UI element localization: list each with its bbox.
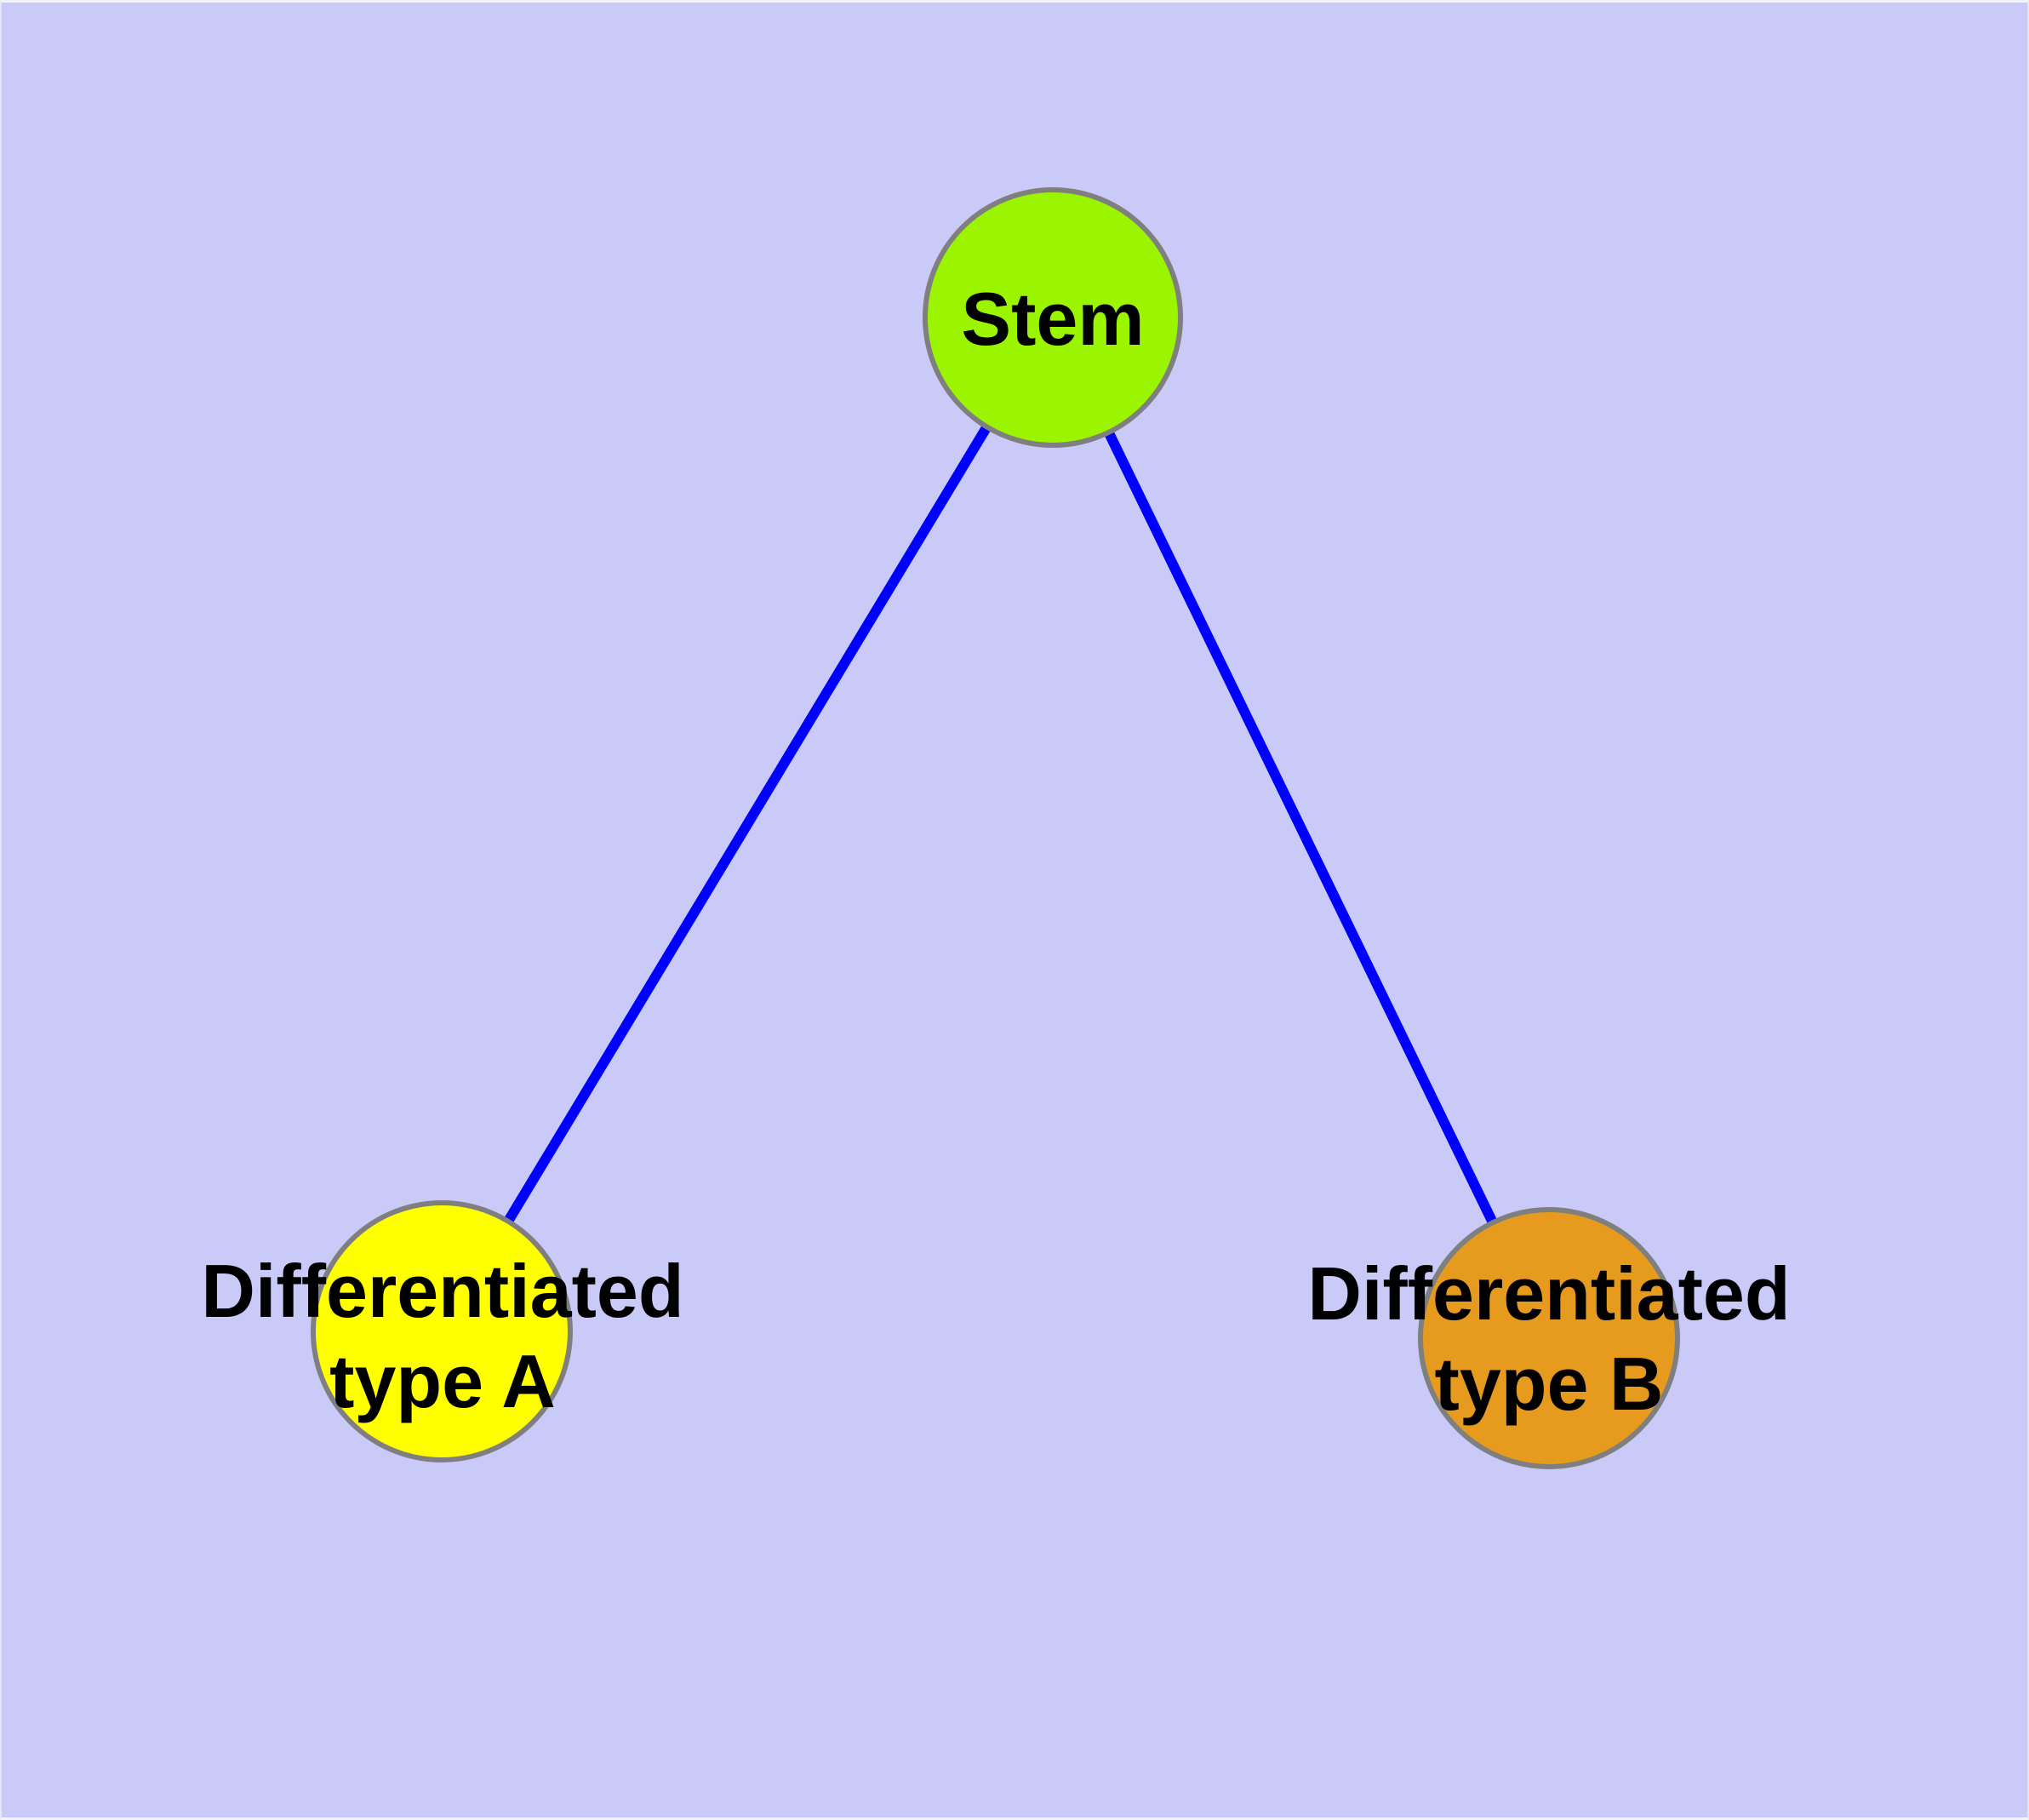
type-b-label-line2: type B	[1434, 1342, 1664, 1426]
type-b-node-label: Differentiated type B	[1307, 1249, 1790, 1429]
edge-stem-to-type-a[interactable]	[437, 314, 1058, 1335]
node-stem-circle[interactable]	[923, 187, 1183, 448]
stem-node-label: Stem	[961, 277, 1145, 361]
node-type-b-circle[interactable]	[1418, 1207, 1680, 1469]
type-b-label-line1: Differentiated	[1307, 1251, 1791, 1336]
node-type-a-circle[interactable]	[311, 1200, 573, 1462]
type-a-label-line2: type A	[329, 1339, 556, 1423]
type-a-node-label: Differentiated type A	[201, 1246, 683, 1427]
edge-stem-to-type-b[interactable]	[1048, 315, 1554, 1341]
type-a-label-line1: Differentiated	[201, 1249, 684, 1333]
